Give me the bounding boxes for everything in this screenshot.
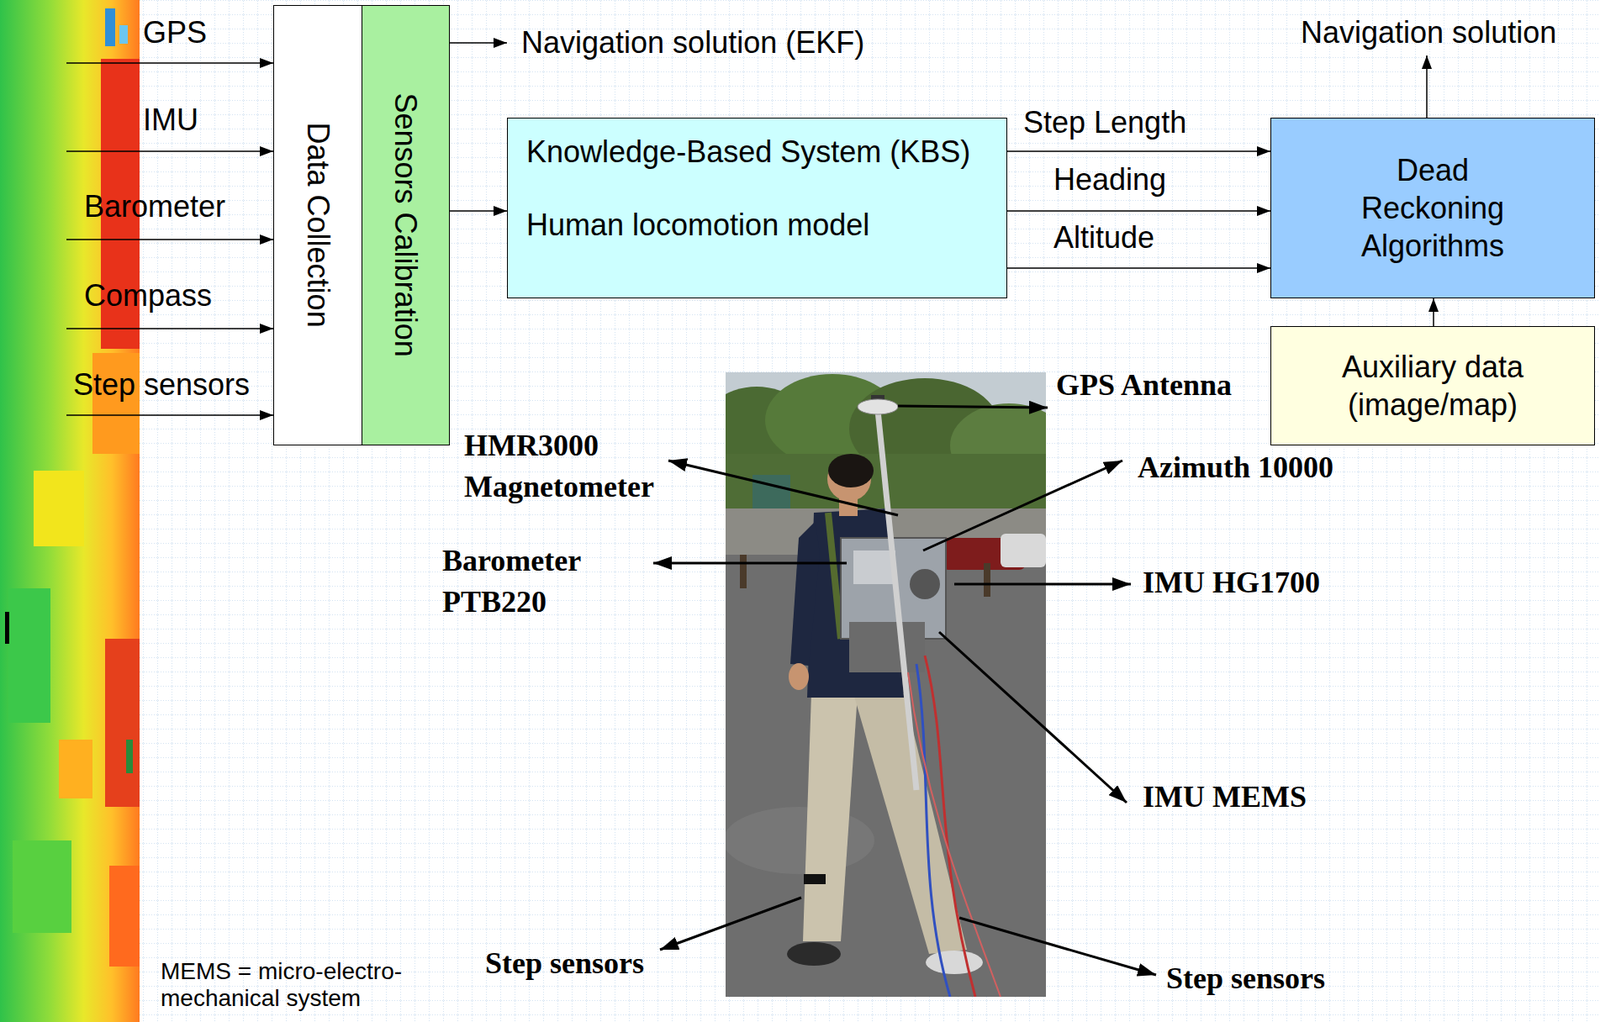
box-text: Auxiliary data (image/map) bbox=[1314, 348, 1551, 424]
step-sensor-strap bbox=[803, 874, 826, 885]
asphalt-patch bbox=[725, 807, 875, 875]
leg bbox=[802, 693, 858, 942]
hand bbox=[788, 663, 809, 691]
antenna bbox=[857, 399, 898, 415]
map-mark bbox=[5, 612, 10, 645]
asphalt bbox=[725, 508, 1046, 998]
sensor-unit bbox=[909, 569, 940, 600]
post bbox=[739, 554, 747, 589]
input-label: Compass bbox=[84, 277, 212, 314]
leader-line bbox=[668, 460, 898, 516]
output-arrow bbox=[1425, 55, 1428, 118]
hair bbox=[828, 454, 874, 488]
leader-line bbox=[923, 460, 1123, 551]
box-text: Sensors Calibration bbox=[387, 93, 424, 358]
leader-line bbox=[954, 583, 1131, 587]
map-patch bbox=[119, 25, 128, 44]
connector-arrow bbox=[1007, 267, 1271, 270]
map-patch bbox=[33, 470, 85, 547]
connector-arrow bbox=[449, 210, 507, 212]
part-label: HMR3000 Magnetometer bbox=[464, 425, 675, 507]
part-label: IMU MEMS bbox=[1142, 779, 1307, 816]
input-arrow bbox=[66, 327, 274, 330]
box-text: Human locomotion model bbox=[526, 206, 870, 243]
wire bbox=[924, 655, 976, 998]
input-arrow bbox=[66, 414, 274, 417]
output-arrow bbox=[449, 42, 507, 44]
arm bbox=[790, 521, 820, 666]
map-patch bbox=[109, 866, 140, 967]
shoe bbox=[786, 942, 841, 967]
shoe bbox=[925, 950, 983, 975]
leader-line bbox=[959, 918, 1157, 976]
part-label: Step sensors bbox=[1166, 961, 1326, 998]
sensor-unit bbox=[853, 550, 896, 585]
part-label: Azimuth 10000 bbox=[1137, 451, 1334, 486]
part-label: IMU HG1700 bbox=[1142, 565, 1321, 602]
post bbox=[983, 563, 991, 597]
dead-reckoning-box: Dead Reckoning Algorithms bbox=[1270, 117, 1595, 299]
map-strip bbox=[0, 0, 140, 1022]
part-label: Step sensors bbox=[485, 945, 645, 983]
map-patch bbox=[105, 8, 116, 47]
output-label: Navigation solution (EKF) bbox=[521, 24, 865, 61]
leader-line bbox=[660, 897, 802, 951]
connector-arrow bbox=[1007, 150, 1271, 153]
edge-label: Altitude bbox=[1053, 219, 1155, 256]
input-label: IMU bbox=[142, 101, 199, 138]
map-patch bbox=[58, 739, 93, 799]
data-collection-box: Data Collection bbox=[273, 5, 363, 446]
map-patch bbox=[126, 739, 133, 774]
leader-line bbox=[939, 632, 1127, 803]
box-text: Data Collection bbox=[299, 122, 336, 328]
kbs-box: Knowledge-Based System (KBS) Human locomo… bbox=[506, 117, 1008, 299]
edge-label: Heading bbox=[1053, 161, 1167, 198]
input-arrow bbox=[66, 150, 274, 153]
strap bbox=[828, 512, 841, 639]
part-label: Barometer PTB220 bbox=[442, 540, 611, 623]
wire bbox=[908, 672, 1001, 998]
box-text: Dead Reckoning Algorithms bbox=[1348, 151, 1517, 265]
elevation-map bbox=[0, 0, 140, 1022]
input-label: Barometer bbox=[84, 188, 226, 225]
car bbox=[1000, 533, 1046, 568]
map-patch bbox=[105, 638, 140, 808]
edge-label: Step Length bbox=[1023, 104, 1187, 141]
wire bbox=[916, 664, 951, 998]
input-label: Step sensors bbox=[73, 366, 250, 403]
part-label: GPS Antenna bbox=[1056, 367, 1232, 404]
output-label: Navigation solution bbox=[1300, 14, 1557, 51]
leader-lines bbox=[653, 406, 1157, 976]
leader-line bbox=[653, 562, 847, 566]
input-label: GPS bbox=[142, 14, 207, 51]
calibration-box: Sensors Calibration bbox=[361, 5, 450, 446]
sensor-unit bbox=[849, 622, 925, 673]
antenna-pole bbox=[877, 410, 917, 791]
connector-arrow bbox=[1432, 298, 1435, 327]
map-patch bbox=[12, 840, 72, 934]
footnote: MEMS = micro-electro-mechanical system bbox=[160, 958, 430, 1013]
input-arrow bbox=[66, 62, 274, 64]
connector-arrow bbox=[1007, 210, 1271, 212]
map-patch bbox=[8, 588, 51, 724]
input-arrows bbox=[66, 42, 1427, 416]
leader-line bbox=[897, 406, 1048, 408]
input-arrow bbox=[66, 238, 274, 241]
auxiliary-data-box: Auxiliary data (image/map) bbox=[1270, 326, 1595, 446]
box-text: Knowledge-Based System (KBS) bbox=[526, 133, 971, 170]
